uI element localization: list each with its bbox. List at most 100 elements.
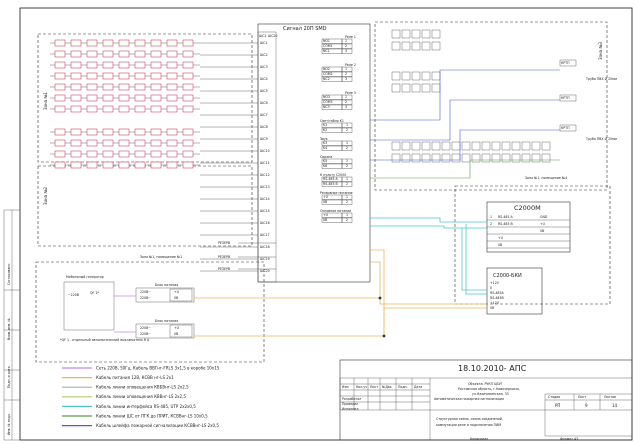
relay-pin-num: 1	[345, 39, 347, 43]
zone1-room-label: Зона №1, помещение №1	[140, 255, 182, 259]
block-pin-num: 1	[346, 195, 348, 199]
smoke-detector	[182, 83, 194, 91]
smoke-detector	[118, 105, 130, 113]
smoke-detector	[102, 83, 114, 91]
relay-name: Реле 1	[345, 35, 356, 39]
bki-pin: 0	[490, 286, 492, 290]
relay-pin: NO3	[323, 95, 330, 99]
detector	[421, 29, 431, 39]
legend-text: Сеть 220В, 50Гц, Кабель ВВГнг-FRLS 3х1,5…	[96, 365, 220, 370]
desc-line-2: коммутации реле и подключения ПИМ	[436, 423, 501, 427]
detector	[421, 141, 431, 151]
c2000m-row-b: +U	[540, 222, 546, 226]
detector	[411, 29, 421, 39]
smoke-detector	[182, 105, 194, 113]
reserve-3: РЕЗЕРВ	[218, 267, 230, 271]
smoke-detector	[54, 39, 66, 47]
signal-unit-title: Сигнал 20П SMD	[283, 26, 327, 32]
smoke-detector	[150, 94, 162, 102]
loop-header: ШС1 ШС20	[259, 34, 277, 38]
stamp-col-head: №Док	[382, 385, 392, 389]
relay-pin-num: 1	[345, 67, 347, 71]
c2000m-row-b: GND	[540, 215, 548, 219]
psu-in-1: 220В~	[140, 326, 151, 330]
loop-label: ШС17	[260, 233, 270, 237]
sheet-head-2: Листов	[604, 395, 616, 399]
smoke-detector	[70, 128, 82, 136]
smoke-detector	[54, 161, 66, 169]
detector	[461, 153, 471, 163]
smoke-detector	[182, 161, 194, 169]
smoke-detector	[134, 139, 146, 147]
smoke-detector	[182, 94, 194, 102]
loop-label: ШС3	[260, 65, 268, 69]
smoke-detector	[86, 94, 98, 102]
block-pin: K1	[323, 123, 327, 127]
detector	[391, 141, 401, 151]
smoke-detector	[166, 39, 178, 47]
relay-pin-num: 3	[345, 49, 347, 53]
block-pin-num: 1	[346, 177, 348, 181]
zone3-label: Зона №3	[598, 41, 603, 60]
detector	[431, 41, 441, 51]
detector	[531, 141, 541, 151]
smoke-detector	[118, 83, 130, 91]
detector	[511, 153, 521, 163]
detector-grid-right	[391, 29, 551, 163]
zone-frames: Зона №1 Зона №2 Зона №3 Зона №1, помещен…	[37, 21, 608, 259]
smoke-detector	[86, 128, 98, 136]
detector	[391, 29, 401, 39]
block-pin-num: 2	[346, 200, 348, 204]
relay-pin-num: 2	[345, 44, 347, 48]
smoke-detector	[102, 161, 114, 169]
block-pin: K4	[323, 146, 327, 150]
org-line-2: Ростовская область, г.Новочеркасск,	[458, 387, 520, 391]
smoke-detector	[134, 105, 146, 113]
detector	[491, 153, 501, 163]
smoke-detector	[70, 83, 82, 91]
detector	[491, 141, 501, 151]
smoke-detector	[118, 150, 130, 158]
detector	[431, 153, 441, 163]
bki-pin: RS-485А	[490, 291, 504, 295]
smoke-detector	[102, 128, 114, 136]
smoke-detector	[166, 83, 178, 91]
sheet-val-0: РП	[555, 403, 560, 408]
block-pin-num: 1	[346, 213, 348, 217]
block-name: Сирена	[320, 155, 332, 159]
block-pin: K6	[323, 164, 327, 168]
smoke-detector	[150, 161, 162, 169]
smoke-detector	[166, 94, 178, 102]
detector	[411, 141, 421, 151]
block-pin: RS-485 В	[323, 182, 338, 186]
stamp-col-head: Подп.	[398, 385, 408, 389]
system-name: Автоматическая пожарная сигнализация	[434, 397, 504, 401]
relay-pin: COM1	[323, 44, 333, 48]
block-pin-num: 2	[346, 128, 348, 132]
detector	[431, 141, 441, 151]
smoke-detector	[86, 161, 98, 169]
detector	[521, 141, 531, 151]
smoke-detector	[118, 139, 130, 147]
pipe-label-2: Труба ПВХ Ø 20мм	[585, 136, 618, 141]
c2000m-row-num: 2	[490, 222, 492, 226]
loop-label: ШС18	[260, 245, 270, 249]
block-pin-num: 1	[346, 141, 348, 145]
detector	[451, 141, 461, 151]
smoke-detector	[86, 50, 98, 58]
relay-pin: COM3	[323, 100, 333, 104]
block-pin: +U	[323, 195, 329, 199]
smoke-detector	[70, 150, 82, 158]
smoke-detector	[118, 50, 130, 58]
reserve-2: РЕЗЕРВ	[218, 255, 230, 259]
smoke-detector	[70, 50, 82, 58]
relay-pin: NC1	[323, 49, 330, 53]
smoke-detector	[102, 94, 114, 102]
block-pin-num: 2	[346, 164, 348, 168]
copied-label: Копировал	[470, 437, 488, 441]
block-pin: 0В	[323, 200, 327, 204]
org-line-3: ул.Нахичеванская, 33	[472, 392, 509, 396]
smoke-detector	[182, 50, 194, 58]
smoke-detector	[150, 139, 162, 147]
